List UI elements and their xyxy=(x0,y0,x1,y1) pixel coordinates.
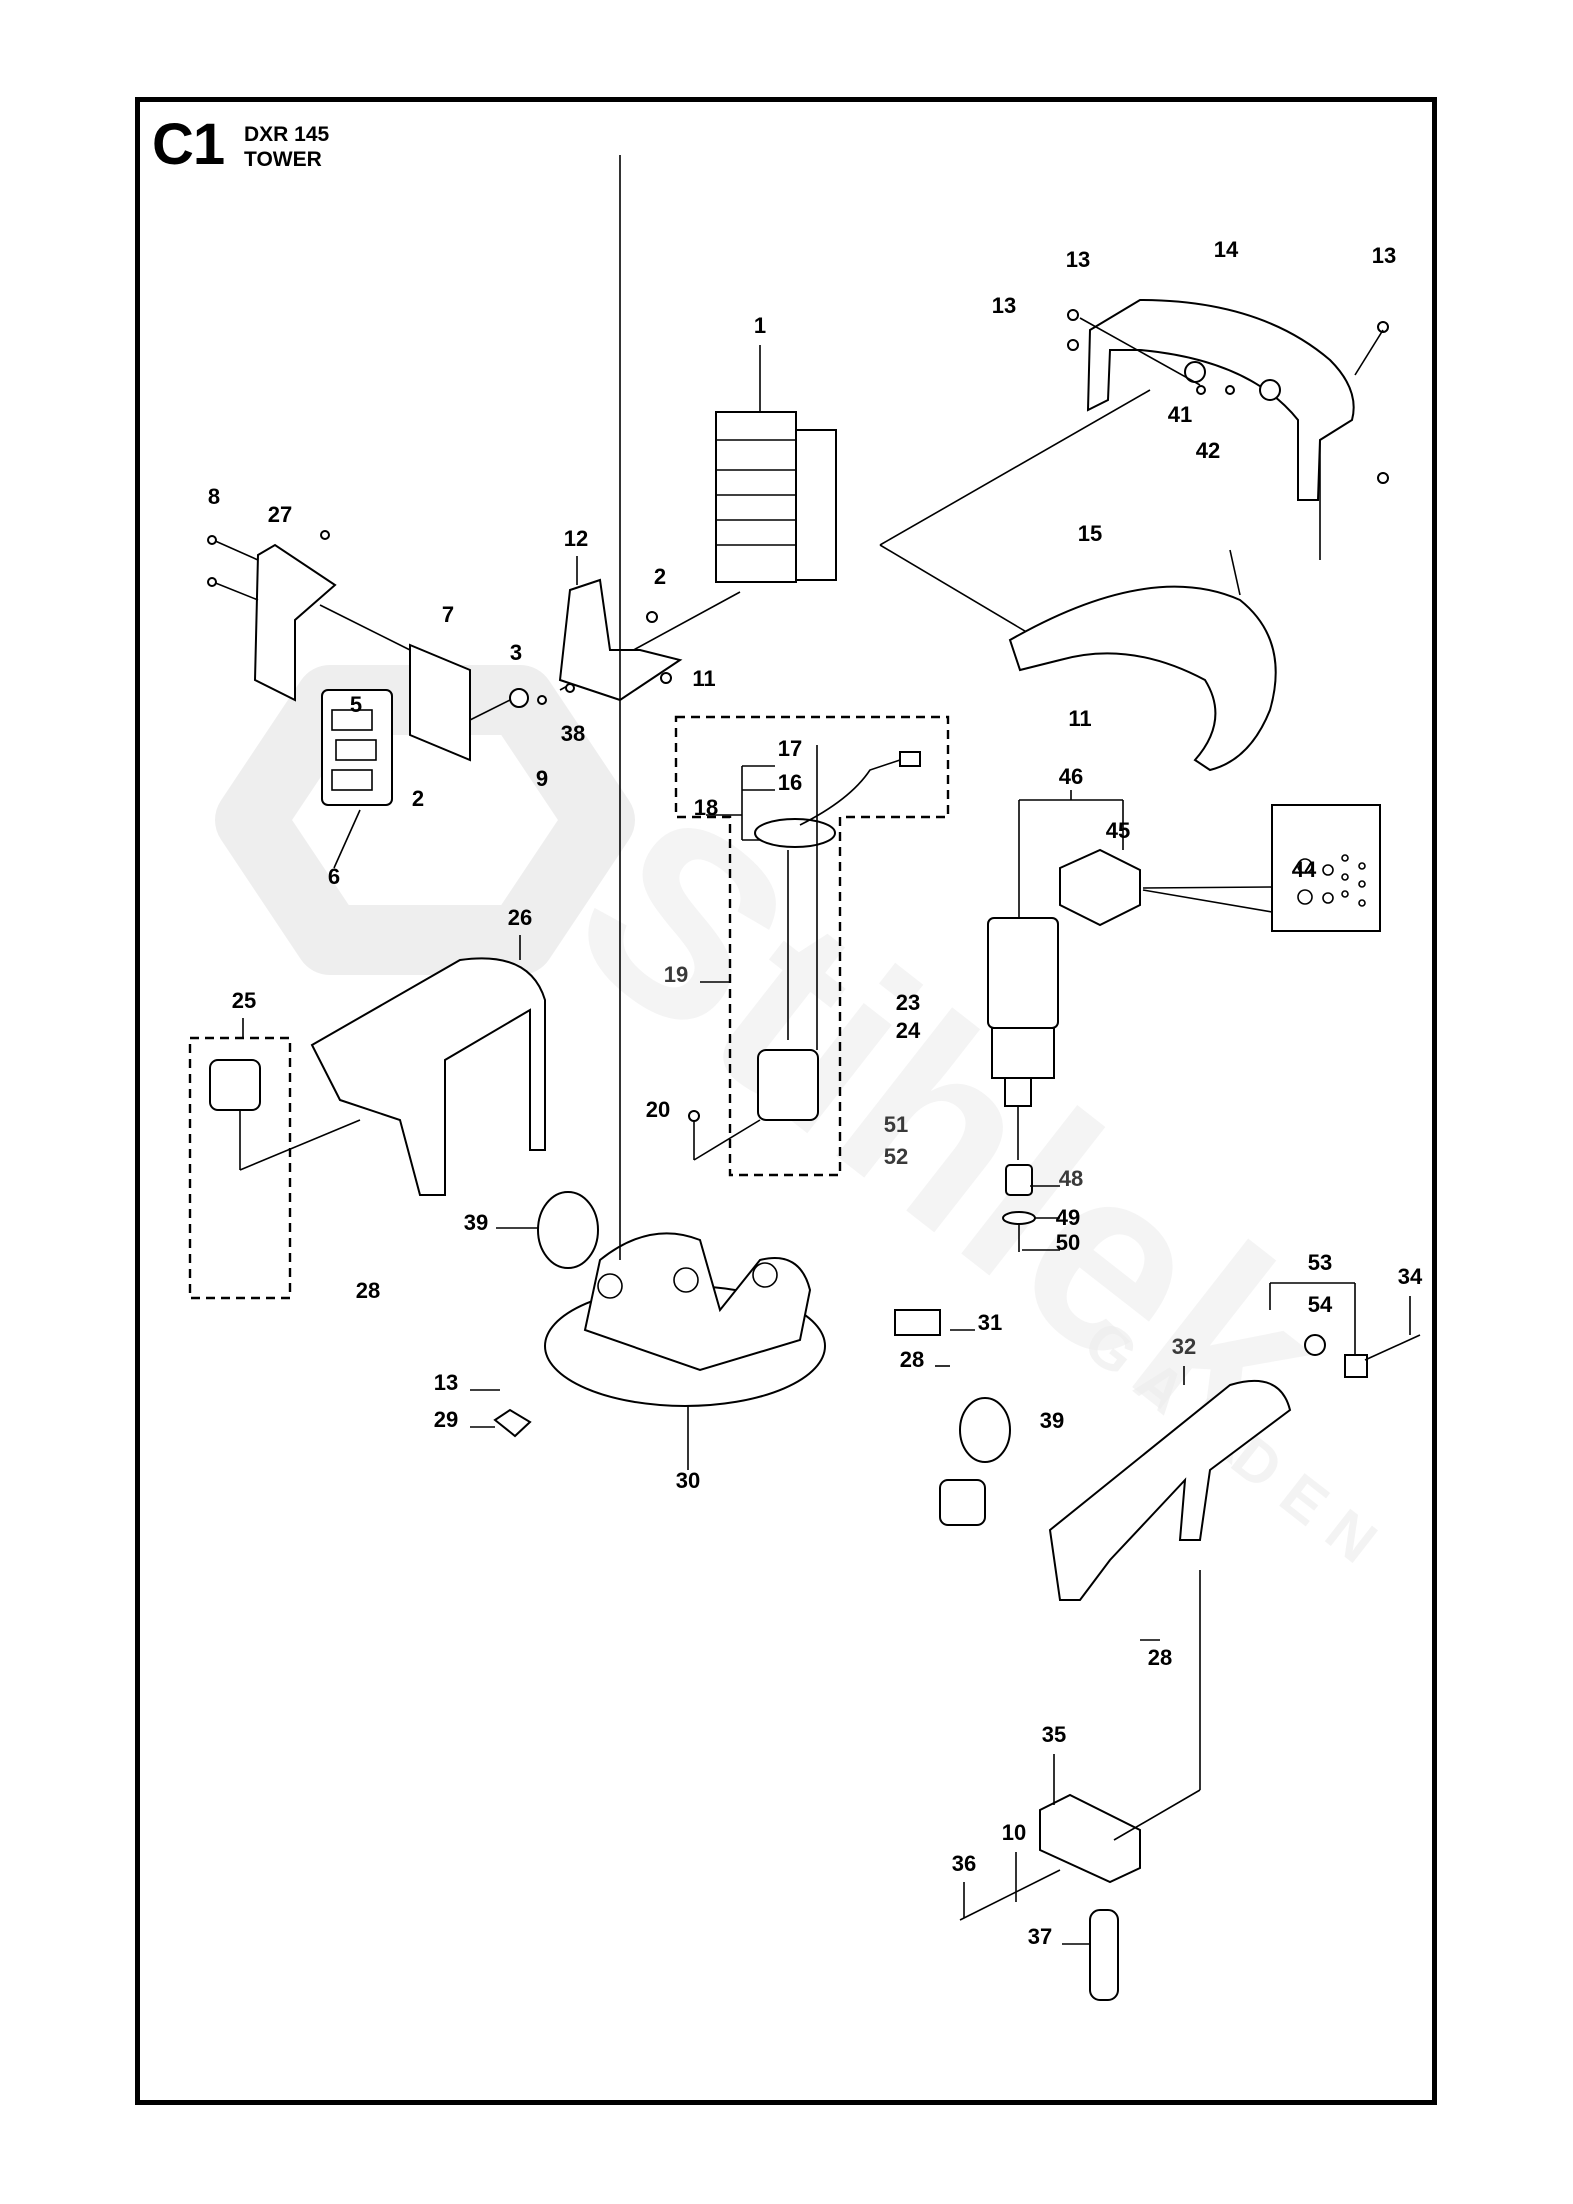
model-name: DXR 145 xyxy=(244,123,330,146)
callout-13: 13 xyxy=(1372,243,1396,268)
callout-28: 28 xyxy=(356,1278,380,1303)
kit-25-lamp-dashed-outline xyxy=(188,1018,361,1300)
callout-53: 53 xyxy=(1308,1250,1332,1275)
callout-19: 19 xyxy=(664,962,688,987)
callout-11: 11 xyxy=(692,666,715,691)
callout-42: 42 xyxy=(1196,438,1220,463)
callout-14: 14 xyxy=(1214,237,1239,262)
callout-2: 2 xyxy=(654,564,666,589)
part-32-light-arch-right xyxy=(894,1309,1292,1641)
callout-5: 5 xyxy=(350,692,362,717)
callout-30: 30 xyxy=(676,1468,700,1493)
callout-12: 12 xyxy=(564,526,588,551)
callout-25: 25 xyxy=(232,988,256,1013)
callout-10: 10 xyxy=(1002,1820,1026,1845)
callout-34: 34 xyxy=(1398,1264,1423,1289)
callout-31: 31 xyxy=(978,1310,1002,1335)
callout-32: 32 xyxy=(1172,1334,1196,1359)
part-48-pinion xyxy=(1002,1164,1060,1252)
kit-19-dashed-outline xyxy=(674,715,950,1177)
callout-28: 28 xyxy=(1148,1645,1172,1670)
part-35-block xyxy=(959,1570,1201,2001)
callout-23: 23 xyxy=(896,990,920,1015)
part-14-upper-guard xyxy=(879,298,1389,641)
callout-8: 8 xyxy=(208,484,220,509)
callout-20: 20 xyxy=(646,1097,670,1122)
assembly-name: TOWER xyxy=(244,148,322,171)
callout-labels: 1223567893811111213131313141516171819202… xyxy=(208,237,1423,1949)
callout-51: 51 xyxy=(884,1112,908,1137)
part-12-bracket xyxy=(509,556,683,708)
part-1-valve-block xyxy=(559,345,837,691)
callout-1: 1 xyxy=(754,313,766,338)
part-15-lower-guard xyxy=(1008,549,1277,772)
part-46-motor xyxy=(987,790,1141,1160)
callout-9: 9 xyxy=(536,766,548,791)
callout-11: 11 xyxy=(1068,706,1091,731)
callout-6: 6 xyxy=(328,864,340,889)
part-30-turret-base xyxy=(470,155,826,1470)
callout-35: 35 xyxy=(1042,1722,1066,1747)
callout-54: 54 xyxy=(1308,1292,1333,1317)
callout-17: 17 xyxy=(778,736,802,761)
callout-13: 13 xyxy=(992,293,1016,318)
diagram-frame xyxy=(135,97,1437,2105)
callout-24: 24 xyxy=(896,1018,921,1043)
callout-7: 7 xyxy=(442,602,454,627)
callout-18: 18 xyxy=(694,795,718,820)
callout-44: 44 xyxy=(1292,857,1317,882)
callout-13: 13 xyxy=(1066,247,1090,272)
callout-15: 15 xyxy=(1078,521,1102,546)
callout-48: 48 xyxy=(1059,1166,1083,1191)
part-44-seal-kit-box xyxy=(1142,804,1381,932)
part-53-sensor xyxy=(1269,1282,1421,1378)
callout-50: 50 xyxy=(1056,1230,1080,1255)
callout-13: 13 xyxy=(434,1370,458,1395)
callout-46: 46 xyxy=(1059,764,1083,789)
callout-38: 38 xyxy=(561,721,585,746)
section-code: C1 xyxy=(152,112,225,177)
part-39-clamp-left xyxy=(496,1191,599,1269)
callout-39: 39 xyxy=(464,1210,488,1235)
callout-45: 45 xyxy=(1106,818,1130,843)
callout-2: 2 xyxy=(412,786,424,811)
callout-52: 52 xyxy=(884,1144,908,1169)
callout-41: 41 xyxy=(1168,402,1192,427)
part-26-light-arch xyxy=(310,935,546,1196)
callout-29: 29 xyxy=(434,1407,458,1432)
callout-3: 3 xyxy=(510,640,522,665)
part-group-ecu xyxy=(207,530,511,869)
callout-16: 16 xyxy=(778,770,802,795)
callout-49: 49 xyxy=(1056,1205,1080,1230)
callout-39: 39 xyxy=(1040,1408,1064,1433)
callout-27: 27 xyxy=(268,502,292,527)
callout-36: 36 xyxy=(952,1851,976,1876)
callout-28: 28 xyxy=(900,1347,924,1372)
callout-37: 37 xyxy=(1028,1924,1052,1949)
callout-26: 26 xyxy=(508,905,532,930)
